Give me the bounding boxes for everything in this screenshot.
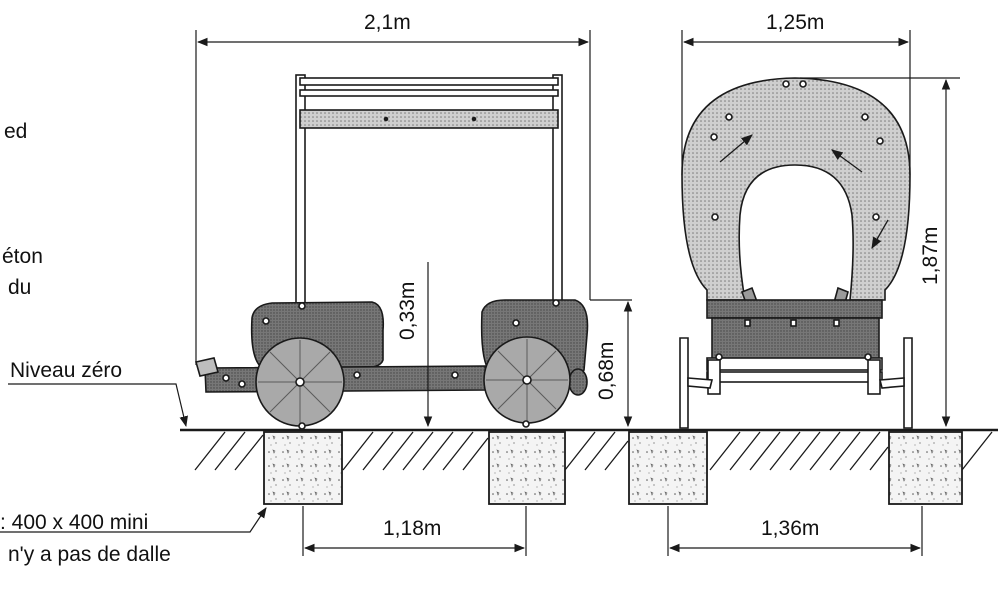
- left-fragment-2: éton: [2, 245, 43, 268]
- side-view-cart: [194, 74, 589, 430]
- ground: [180, 428, 998, 471]
- dimension-lines: [0, 30, 960, 556]
- ground-level-label: Niveau zéro: [10, 359, 123, 382]
- dim-side-low-height: 0,33m: [396, 281, 419, 340]
- dim-side-footing-spacing: 1,18m: [383, 517, 442, 540]
- footing-size-label: : 400 x 400 mini: [0, 511, 149, 534]
- left-fragment-1: ed: [4, 120, 28, 143]
- no-slab-label: n'y a pas de dalle: [8, 543, 171, 566]
- front-view-wagon: [679, 77, 913, 429]
- dim-front-width: 1,25m: [766, 11, 825, 34]
- dim-front-height: 1,87m: [919, 226, 942, 285]
- dim-side-length: 2,1m: [364, 11, 411, 34]
- left-fragment-3: du: [8, 276, 32, 299]
- dim-side-high-height: 0,68m: [595, 341, 618, 400]
- concrete-footings: [263, 431, 963, 505]
- dim-front-footing-spacing: 1,36m: [761, 517, 820, 540]
